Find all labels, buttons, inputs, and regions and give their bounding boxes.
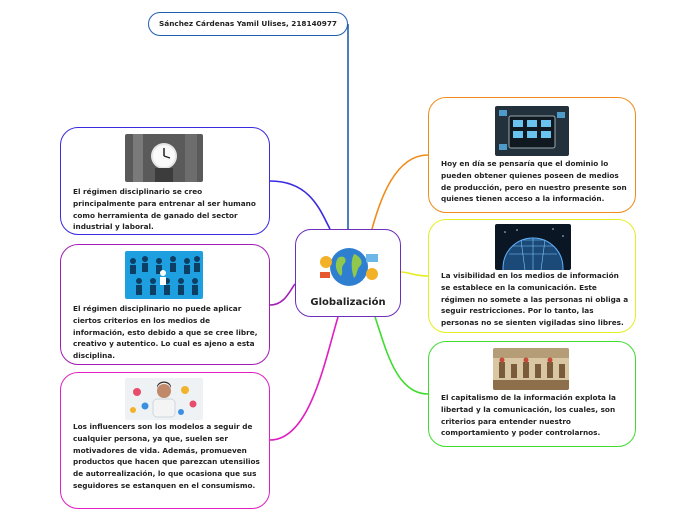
topic-node-4-text: Hoy en día se pensaría que el dominio lo… — [441, 159, 627, 204]
factory-workers-photo — [493, 348, 569, 390]
link-node-4 — [371, 154, 429, 230]
central-topic[interactable]: Globalización — [295, 229, 401, 317]
link-node-2 — [269, 283, 296, 306]
globe-icon — [314, 242, 384, 292]
topic-node-3[interactable]: Los influencers son los modelos a seguir… — [60, 372, 270, 509]
link-node-5 — [400, 271, 429, 277]
earth-network-photo — [495, 224, 571, 270]
author-label: Sánchez Cárdenas Yamil Ulises, 218140977 — [159, 19, 337, 28]
topic-node-2-text: El régimen disciplinario no puede aplica… — [73, 304, 258, 361]
topic-node-5[interactable]: La visibilidad en los medios de informac… — [428, 219, 636, 333]
topic-node-2[interactable]: El régimen disciplinario no puede aplica… — [60, 244, 270, 365]
topic-node-3-text: Los influencers son los modelos a seguir… — [73, 422, 260, 490]
topic-node-4[interactable]: Hoy en día se pensaría que el dominio lo… — [428, 97, 636, 213]
link-node-3 — [269, 316, 339, 441]
author-node[interactable]: Sánchez Cárdenas Yamil Ulises, 218140977 — [148, 12, 348, 36]
clock-photo — [125, 134, 203, 182]
topic-node-6-text: El capitalismo de la información explota… — [441, 393, 616, 438]
topic-node-6[interactable]: El capitalismo de la información explota… — [428, 341, 636, 447]
central-topic-title: Globalización — [310, 297, 386, 308]
people-network-photo — [125, 251, 203, 299]
tablet-photo — [495, 106, 569, 156]
link-node-6 — [374, 316, 429, 395]
topic-node-5-text: La visibilidad en los medios de informac… — [441, 271, 629, 328]
influencer-photo — [125, 378, 203, 420]
link-node-1 — [269, 180, 331, 230]
topic-node-1-text: El régimen disciplinario se creo princip… — [73, 187, 256, 232]
topic-node-1[interactable]: El régimen disciplinario se creo princip… — [60, 127, 270, 235]
